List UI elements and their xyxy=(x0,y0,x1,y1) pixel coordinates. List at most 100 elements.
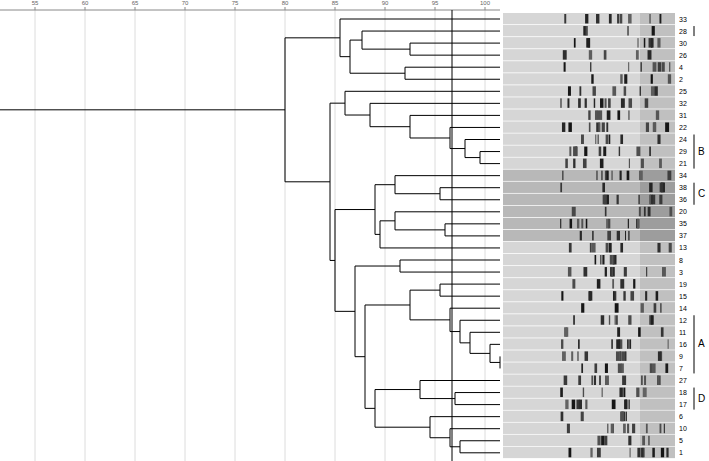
branch-line xyxy=(355,266,400,267)
gel-band xyxy=(638,327,641,337)
isolate-number: 21 xyxy=(679,160,687,167)
gel-band xyxy=(668,74,671,84)
isolate-number: 18 xyxy=(679,389,687,396)
gel-band xyxy=(654,86,658,96)
gel-band xyxy=(611,424,614,434)
branch-line xyxy=(285,37,340,38)
gel-band xyxy=(602,183,605,193)
branch-line xyxy=(362,31,500,32)
gel-smear xyxy=(640,314,675,326)
gel-band xyxy=(628,400,630,410)
gel-band xyxy=(595,110,597,120)
grid-line xyxy=(385,10,386,461)
branch-line xyxy=(355,356,365,357)
gel-band xyxy=(660,424,662,434)
gel-band xyxy=(607,424,608,434)
branch-line xyxy=(450,308,500,309)
gel-band xyxy=(627,424,629,434)
gel-band xyxy=(651,38,653,48)
branch-line xyxy=(410,137,450,138)
branch-line xyxy=(440,296,500,297)
gel-band xyxy=(596,171,598,181)
gel-smear xyxy=(640,375,675,387)
gel-band xyxy=(617,14,619,24)
isolate-number: 8 xyxy=(679,257,683,264)
gel-band xyxy=(617,195,619,205)
branch-line xyxy=(420,398,455,399)
gel-band xyxy=(598,122,600,132)
gel-band xyxy=(599,376,601,386)
gel-band xyxy=(657,243,660,253)
gel-band xyxy=(610,267,611,277)
gel-band xyxy=(585,351,589,361)
gel-band xyxy=(625,351,626,361)
gel-band xyxy=(605,363,608,373)
gel-band xyxy=(645,98,649,108)
isolate-number: 31 xyxy=(679,112,687,119)
axis-line xyxy=(0,10,500,11)
gel-band xyxy=(613,291,616,301)
gel-band xyxy=(620,171,622,181)
branch-line xyxy=(365,304,410,305)
gel-band xyxy=(657,135,660,145)
gel-band xyxy=(644,376,646,386)
branch-line xyxy=(345,91,500,92)
gel-band xyxy=(618,363,622,373)
gel-band xyxy=(641,159,644,169)
gel-lane xyxy=(503,242,675,254)
gel-band xyxy=(573,315,574,325)
branch-line xyxy=(410,319,450,320)
gel-band xyxy=(564,327,567,337)
isolate-number: 27 xyxy=(679,377,687,384)
branch-line xyxy=(410,290,440,291)
gel-band xyxy=(662,62,665,71)
gel-band xyxy=(625,400,628,410)
grid-line xyxy=(35,10,36,461)
isolate-number: 6 xyxy=(679,413,683,420)
gel-band xyxy=(584,147,587,157)
gel-band xyxy=(644,207,646,217)
gel-band xyxy=(661,448,664,458)
gel-band xyxy=(591,74,593,84)
gel-band xyxy=(658,376,660,386)
branch-line xyxy=(430,437,450,438)
gel-band xyxy=(622,376,626,386)
branch-line xyxy=(335,209,375,210)
gel-band xyxy=(594,98,595,108)
gel-band xyxy=(573,159,575,169)
isolate-number: 15 xyxy=(679,293,687,300)
gel-band xyxy=(594,376,596,386)
isolate-number: 26 xyxy=(679,52,687,59)
gel-band xyxy=(600,159,604,169)
gel-lane xyxy=(503,146,675,158)
gel-band xyxy=(653,122,656,132)
gel-band xyxy=(617,110,620,120)
branch-line xyxy=(460,342,470,343)
gel-band xyxy=(641,62,642,71)
gel-band xyxy=(627,339,629,349)
gel-band xyxy=(605,98,607,108)
gel-lane xyxy=(503,266,675,278)
branch-line xyxy=(345,115,370,116)
branch-line xyxy=(340,19,500,20)
gel-band xyxy=(623,424,626,434)
gel-band xyxy=(568,86,571,96)
isolate-number: 11 xyxy=(679,329,686,336)
gel-band xyxy=(628,110,629,120)
gel-band xyxy=(607,231,611,241)
gel-lane xyxy=(503,194,675,206)
gel-band xyxy=(594,363,597,373)
gel-band xyxy=(665,122,669,132)
gel-band xyxy=(606,171,608,181)
branch-line xyxy=(395,175,500,176)
gel-smear xyxy=(640,302,675,314)
gel-band xyxy=(637,448,640,458)
gel-band xyxy=(561,291,563,301)
gel-band xyxy=(622,412,625,422)
grid-line xyxy=(85,10,86,461)
gel-band xyxy=(589,50,592,60)
gel-band xyxy=(586,38,590,48)
gel-band xyxy=(585,400,587,410)
gel-band xyxy=(572,207,576,217)
gel-band xyxy=(562,351,566,361)
